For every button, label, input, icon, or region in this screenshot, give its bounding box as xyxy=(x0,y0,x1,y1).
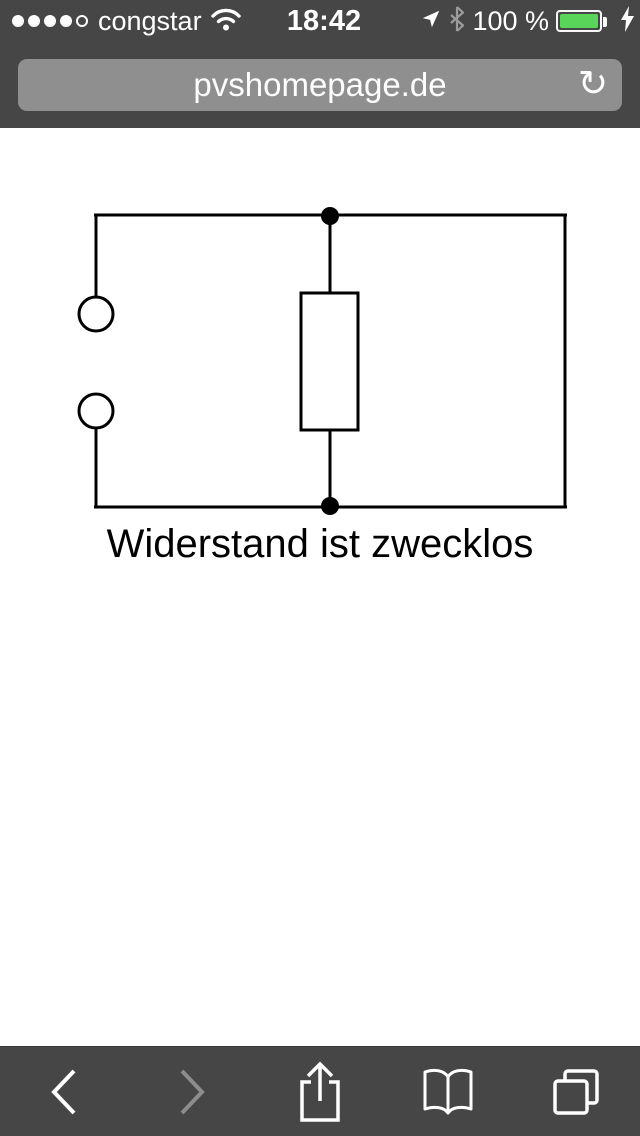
forward-button[interactable] xyxy=(128,1047,256,1136)
url-field[interactable]: pvshomepage.de ↻ xyxy=(18,59,622,111)
carrier-label: congstar xyxy=(98,5,202,36)
back-button[interactable] xyxy=(0,1047,128,1136)
url-bar: pvshomepage.de ↻ xyxy=(0,42,640,128)
wifi-icon xyxy=(210,7,242,36)
battery-icon xyxy=(556,10,608,32)
chevron-left-icon xyxy=(51,1069,76,1114)
terminal-circle-bottom xyxy=(77,392,115,430)
junction-dot-bottom xyxy=(321,497,339,515)
book-icon xyxy=(423,1068,473,1114)
chevron-right-icon xyxy=(180,1069,205,1114)
resistor-body xyxy=(299,291,360,432)
junction-dot-top xyxy=(321,207,339,225)
status-bar-center: 18:42 xyxy=(287,5,361,38)
location-arrow-icon xyxy=(420,8,442,35)
clock: 18:42 xyxy=(286,4,362,37)
browser-toolbar xyxy=(0,1046,640,1136)
battery-percent: 100 % xyxy=(472,5,550,36)
tabs-button[interactable] xyxy=(512,1047,640,1136)
share-icon xyxy=(300,1061,340,1122)
diagram-caption: Widerstand ist zwecklos xyxy=(106,522,534,566)
browser-top-chrome: congstar 18:42 xyxy=(0,0,640,128)
status-bar: congstar 18:42 xyxy=(0,0,640,42)
status-bar-left: congstar xyxy=(0,6,287,37)
tabs-icon xyxy=(553,1068,599,1115)
status-bar-right: 100 % xyxy=(361,5,640,37)
reload-icon[interactable]: ↻ xyxy=(577,62,608,104)
bluetooth-icon xyxy=(449,5,465,37)
terminal-circle-top xyxy=(77,295,115,333)
url-text: pvshomepage.de xyxy=(193,66,447,103)
share-button[interactable] xyxy=(256,1047,384,1136)
charging-bolt-icon xyxy=(621,5,635,37)
cell-signal-icon xyxy=(12,15,88,27)
web-page-content: Widerstand ist zwecklos xyxy=(0,128,640,1046)
bookmarks-button[interactable] xyxy=(384,1047,512,1136)
circuit-diagram xyxy=(77,207,567,515)
